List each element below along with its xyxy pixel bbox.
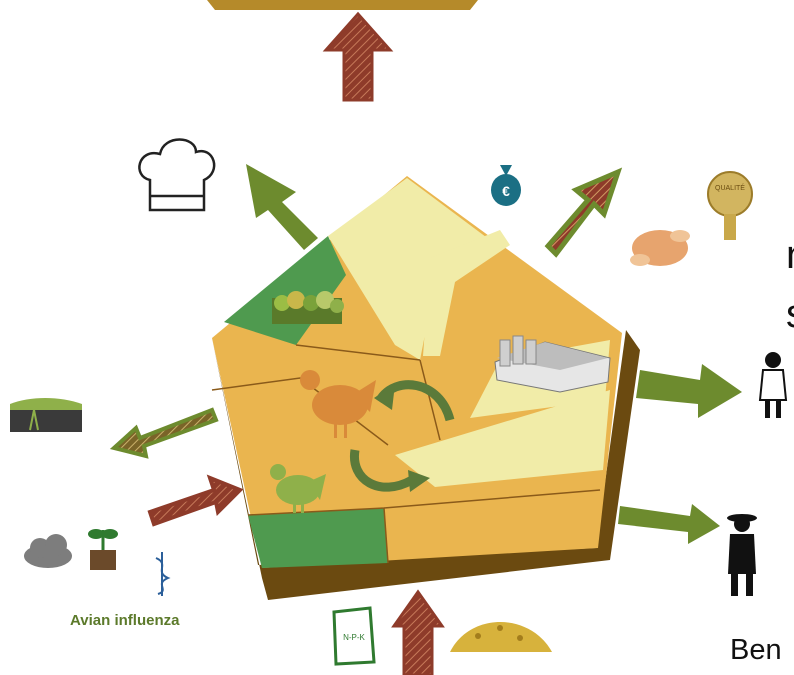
top-bar-fragment — [207, 0, 478, 10]
caduceus-icon — [156, 552, 168, 596]
cloud-icon — [24, 534, 72, 568]
farmer-icon — [727, 514, 757, 596]
chef-hat-icon — [139, 140, 214, 211]
fertilizer-bag-icon: N-P-K — [334, 608, 374, 664]
arrow-to-farmer — [618, 504, 720, 544]
arrow-to-chef — [246, 164, 318, 250]
soil-grass-icon — [10, 398, 82, 432]
cut-text-fragment-2: s — [786, 292, 794, 337]
quality-seal-text: QUALITÉ — [715, 183, 745, 192]
arrow-to-technician — [636, 364, 742, 418]
avian-influenza-label: Avian influenza — [70, 612, 179, 629]
top-input-arrow — [326, 14, 390, 100]
plant-soil-icon — [88, 529, 118, 570]
money-bag-icon: € — [491, 165, 521, 206]
fertilizer-bag-text: N-P-K — [343, 633, 365, 642]
benefit-label-fragment: Ben — [730, 634, 782, 667]
arrow-to-soil — [114, 410, 216, 456]
roast-chicken-icon — [630, 230, 690, 266]
technician-icon — [760, 352, 786, 418]
cut-text-fragment-1: n — [786, 233, 794, 278]
quality-seal-icon: QUALITÉ — [708, 172, 752, 240]
grain-heap-icon — [450, 622, 552, 652]
arrow-from-risks — [150, 478, 240, 524]
arrow-to-quality — [548, 172, 618, 254]
parcel-green-bottom — [248, 508, 388, 568]
bottom-input-arrow — [394, 592, 442, 675]
money-bag-symbol: € — [502, 183, 510, 199]
